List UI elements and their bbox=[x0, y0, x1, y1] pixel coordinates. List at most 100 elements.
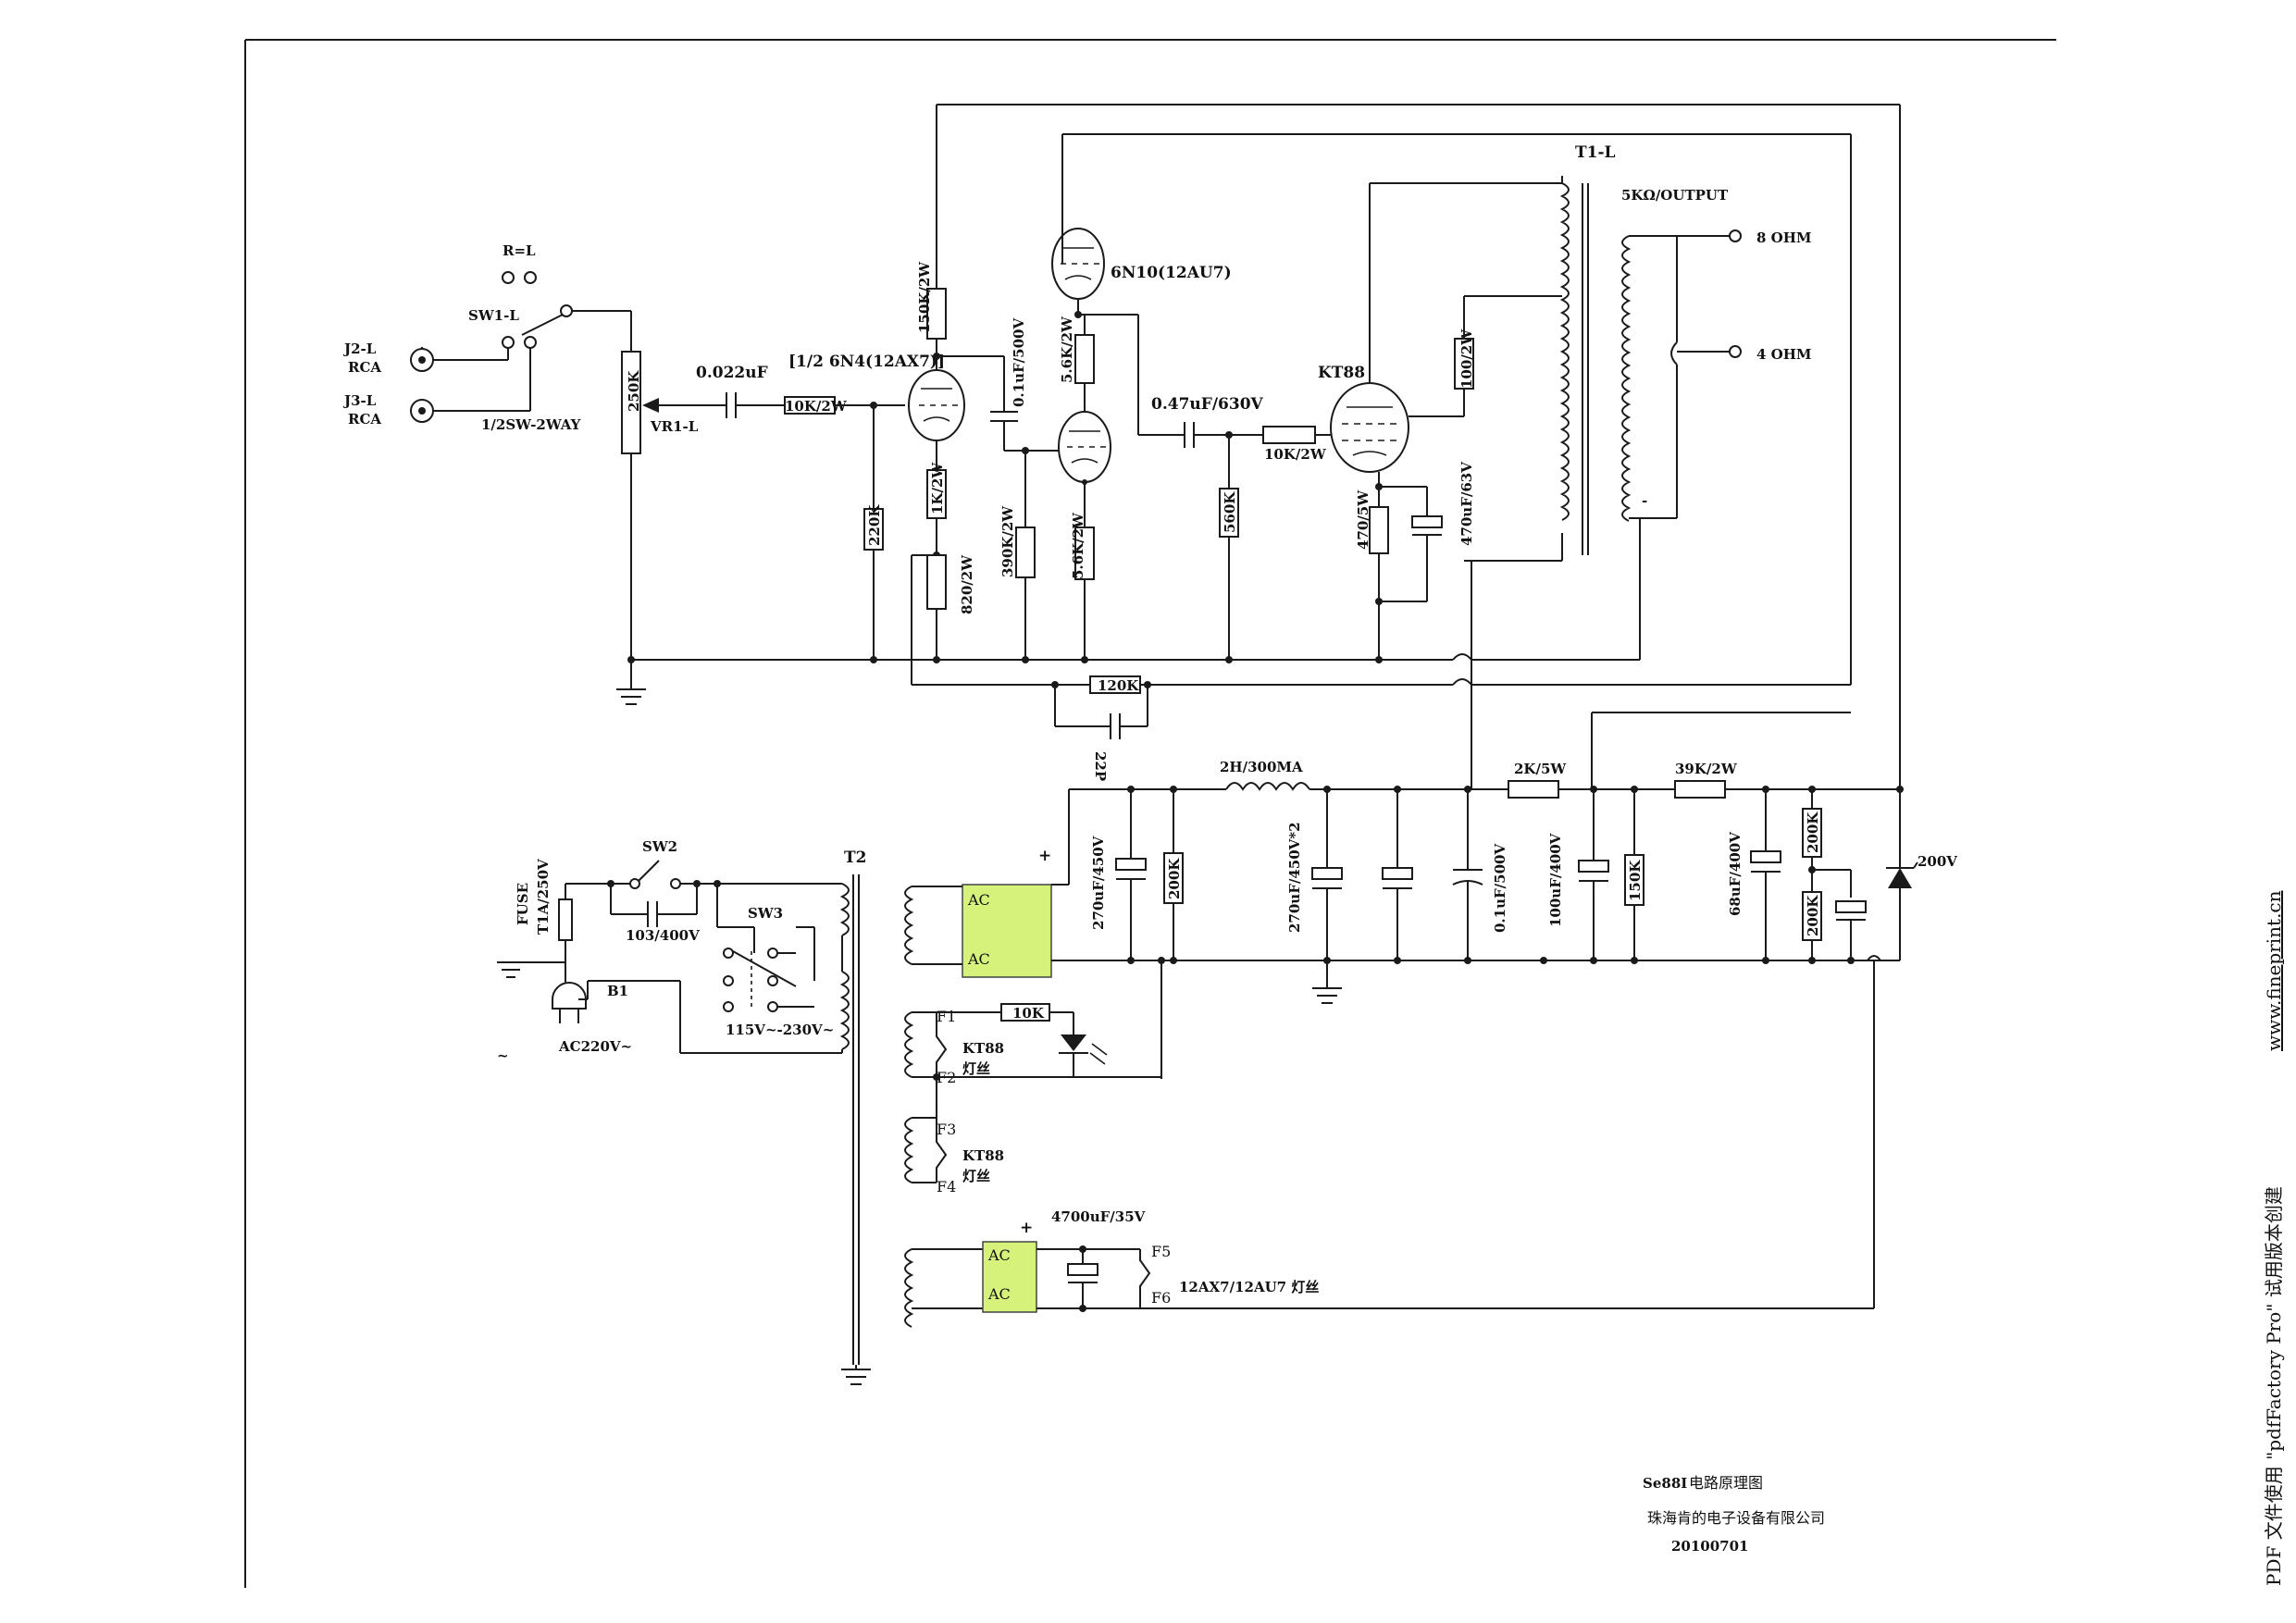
watermark: PDF 文件使用 "pdfFactory Pro" 试用版本创建 www.fin… bbox=[2263, 890, 2285, 1586]
tube-12ax7-icon bbox=[908, 369, 965, 441]
ac4-label: AC bbox=[987, 1285, 1011, 1303]
r1k-label: 1K/2W bbox=[929, 462, 946, 514]
ground-psu-icon bbox=[1312, 960, 1342, 1004]
tube1-label: [1/2 6N4(12AX7)] bbox=[788, 353, 945, 371]
watermark-text: PDF 文件使用 "pdfFactory Pro" 试用版本创建 bbox=[2263, 1186, 2285, 1586]
f1-label: F1 bbox=[937, 1008, 956, 1025]
f3-label: F3 bbox=[937, 1121, 956, 1138]
bplus-lines bbox=[1471, 105, 1901, 789]
feedback-cap-label: 22P bbox=[1092, 751, 1109, 781]
date-label: 20100701 bbox=[1671, 1538, 1749, 1555]
f4-label: F4 bbox=[937, 1178, 956, 1196]
sw1-label: SW1-L bbox=[468, 307, 519, 324]
j2-label: J2-L bbox=[342, 341, 377, 357]
preamp-section: 0.022uF 10K/2W 220K [1/2 6N4(12AX7)] 150… bbox=[659, 104, 1900, 781]
page-frame bbox=[244, 39, 2056, 1588]
ac1-label: AC bbox=[967, 891, 990, 909]
coupling-cap3-label: 0.47uF/630V bbox=[1151, 395, 1264, 414]
power-tube-section: KT88 100/2W 470/5W 470uF/63V bbox=[1318, 182, 1562, 660]
r560k-label: 560K bbox=[1222, 491, 1238, 533]
kt88-a-label: KT88 bbox=[962, 1040, 1004, 1057]
screen-resistor-label: 100/2W bbox=[1458, 328, 1475, 389]
plate-resistor-label: 150K/2W bbox=[916, 261, 933, 333]
zener-diode-icon bbox=[1886, 861, 1918, 888]
cathode-cap-label: 470uF/63V bbox=[1458, 462, 1475, 546]
volt-label: 115V~-230V~ bbox=[726, 1022, 834, 1038]
feedback-resistor-label: 120K bbox=[1098, 677, 1139, 694]
r820-label: 820/2W bbox=[959, 554, 975, 614]
j2-rca-label: RCA bbox=[348, 359, 381, 376]
c01-label: 0.1uF/500V bbox=[1492, 844, 1508, 933]
grid-resistor2-label: 10K/2W bbox=[1264, 446, 1327, 463]
fuse-value-label: T1A/250V bbox=[535, 859, 552, 935]
title-rest: 电路原理图 bbox=[1689, 1474, 1763, 1492]
r10k-label: 10K bbox=[1012, 1005, 1045, 1022]
b1-label: B1 bbox=[607, 983, 628, 999]
pot-wiper-arrow-icon bbox=[642, 398, 659, 413]
c270-2-label: 270uF/450V*2 bbox=[1286, 822, 1303, 933]
tap8-label: 8 OHM bbox=[1756, 229, 1812, 246]
primary-label: 5KΩ/OUTPUT bbox=[1621, 187, 1729, 204]
fuse-label: FUSE bbox=[515, 883, 531, 925]
power-supply: + AC AC 2H/300MA 2K/5W 39K/2W 270uF/450V… bbox=[962, 759, 1957, 1308]
zener-label: 200V bbox=[1917, 853, 1957, 870]
fil-c-label: 12AX7/12AU7 灯丝 bbox=[1179, 1279, 1319, 1295]
coupling-cap-label: 0.022uF bbox=[696, 364, 768, 382]
r150k-label: 150K bbox=[1627, 860, 1644, 901]
r200k-a-label: 200K bbox=[1166, 858, 1183, 899]
bridge-rectifier-heater bbox=[982, 1241, 1037, 1313]
fil-a-label: 灯丝 bbox=[962, 1060, 990, 1077]
ground-mains-icon bbox=[497, 961, 525, 978]
grid-resistor-label: 10K/2W bbox=[785, 398, 848, 415]
psu-plus-label: + bbox=[1038, 847, 1051, 865]
sw2-label: SW2 bbox=[642, 838, 677, 855]
tap4-label: 4 OHM bbox=[1756, 346, 1812, 363]
sw-type-label: 1/2SW-2WAY bbox=[481, 416, 581, 433]
bridge-rectifier-main bbox=[962, 884, 1052, 978]
rca-jack-j2-icon[interactable] bbox=[410, 348, 434, 372]
heater-plus-label: + bbox=[1020, 1219, 1033, 1237]
sw2-cap-label: 103/400V bbox=[626, 927, 700, 944]
title-block: Se88I 电路原理图 珠海肯的电子设备有限公司 20100701 bbox=[1643, 1474, 1825, 1555]
c68-label: 68uF/400V bbox=[1727, 832, 1744, 916]
power-tube-label: KT88 bbox=[1318, 364, 1365, 382]
r2k-label: 2K/5W bbox=[1514, 761, 1567, 777]
c4700-label: 4700uF/35V bbox=[1051, 1208, 1146, 1225]
tube2-label: 6N10(12AU7) bbox=[1111, 264, 1232, 282]
tube-kt88-icon bbox=[1330, 382, 1409, 473]
cathode-resistor-label: 470/5W bbox=[1355, 489, 1371, 550]
r220k-label: 220K bbox=[866, 504, 883, 546]
fil-b-label: 灯丝 bbox=[962, 1168, 990, 1184]
vr-label: VR1-L bbox=[650, 418, 699, 435]
f6-label: F6 bbox=[1151, 1289, 1171, 1307]
f5-label: F5 bbox=[1151, 1243, 1171, 1260]
transformer-label: T1-L bbox=[1575, 143, 1616, 162]
tilde-label: ~ bbox=[497, 1047, 509, 1064]
ground-input-icon bbox=[616, 660, 646, 705]
mains-plug-icon bbox=[552, 982, 588, 1023]
t2-label: T2 bbox=[844, 849, 866, 867]
output-8ohm-terminal[interactable] bbox=[1729, 229, 1742, 242]
led-indicator-icon bbox=[1059, 1035, 1108, 1065]
rl-label: R=L bbox=[503, 242, 536, 259]
ac-label: AC220V~ bbox=[558, 1038, 632, 1055]
watermark-link[interactable]: www.fineprint.cn bbox=[2263, 890, 2285, 1051]
coupling-cap2-label: 0.1uF/500V bbox=[1011, 318, 1027, 407]
sw3-label: SW3 bbox=[748, 905, 783, 922]
r200k-b-label: 200K bbox=[1805, 812, 1821, 853]
ac2-label: AC bbox=[967, 950, 990, 968]
title-model: Se88I bbox=[1643, 1475, 1687, 1492]
ground-t2-icon bbox=[841, 1365, 871, 1385]
r56k-top-label: 5.6K/2W bbox=[1059, 316, 1075, 383]
r200k-c-label: 200K bbox=[1805, 895, 1821, 936]
output-4ohm-terminal[interactable] bbox=[1729, 345, 1742, 358]
company-label: 珠海肯的电子设备有限公司 bbox=[1647, 1509, 1825, 1527]
j3-label: J3-L bbox=[342, 392, 377, 409]
rca-jack-j3-icon[interactable] bbox=[410, 399, 434, 423]
choke-label: 2H/300MA bbox=[1220, 759, 1303, 775]
r390k-label: 390K/2W bbox=[999, 505, 1016, 577]
minus-label: - bbox=[1642, 492, 1647, 509]
ac3-label: AC bbox=[987, 1246, 1011, 1264]
ground-bus bbox=[631, 518, 1641, 663]
